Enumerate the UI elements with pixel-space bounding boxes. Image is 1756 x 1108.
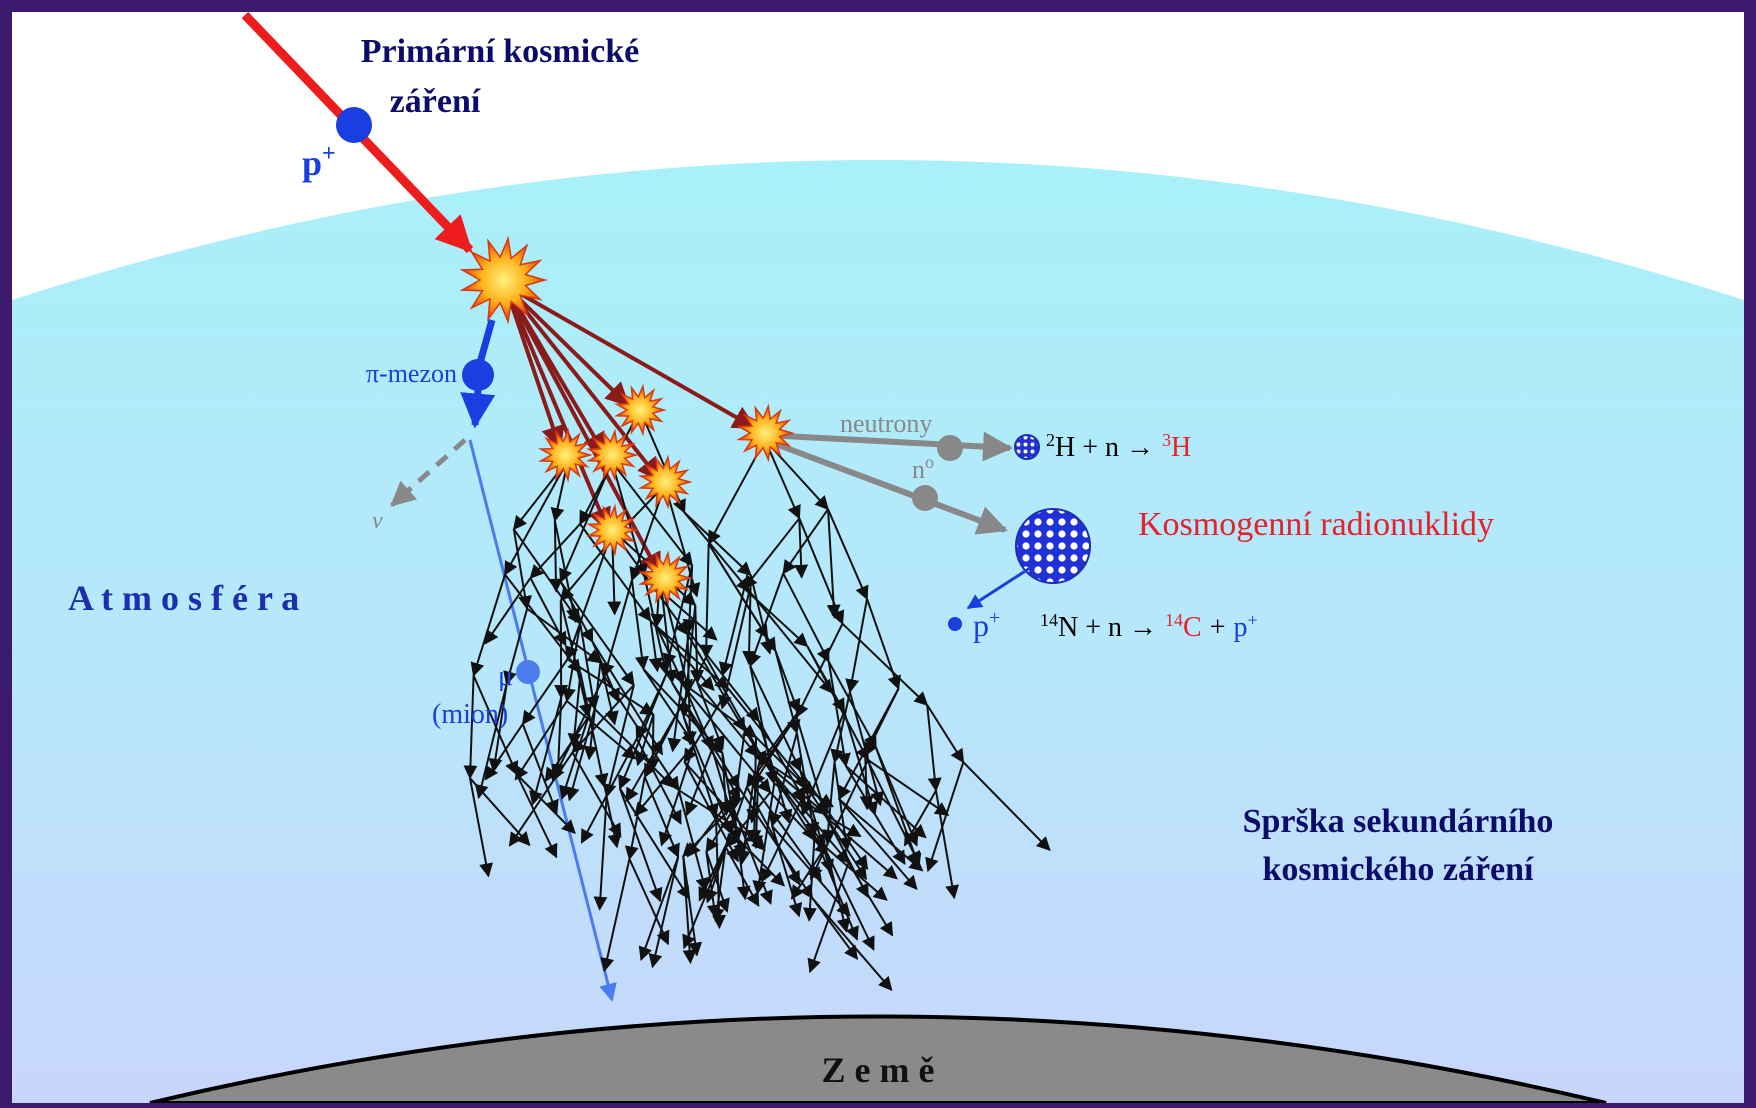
muon-symbol-label: μ — [498, 661, 513, 692]
pion-label: π-mezon — [366, 359, 457, 388]
nitrogen-nucleus — [1016, 509, 1090, 583]
deuterium-nucleus — [1015, 435, 1039, 459]
primary-proton-dot — [336, 107, 372, 143]
shower-label-line1: Sprška sekundárního — [1243, 803, 1554, 840]
earth-label: Z e m ě — [822, 1050, 935, 1090]
atmosphere-label: A t m o s f é r a — [68, 578, 299, 618]
pion-arrow — [475, 390, 478, 425]
shower-label-line2: kosmického záření — [1262, 851, 1534, 888]
pion-dot — [462, 359, 494, 391]
reaction-nitrogen: 14N + n →14C+p+ — [1040, 610, 1258, 643]
neutrons-label: neutrony — [840, 409, 932, 438]
primary-ray-label-line1: Primární kosmické — [361, 33, 640, 70]
ejected-proton-dot — [948, 617, 962, 631]
muon-name-label: (mion) — [432, 699, 508, 730]
primary-ray-label-line2: záření — [390, 83, 481, 120]
radionuclides-label: Kosmogenní radionuklidy — [1138, 506, 1494, 543]
neutron-dot-upper — [937, 435, 963, 461]
neutron-dot-lower — [912, 485, 938, 511]
neutrino-label: ν — [372, 508, 383, 534]
muon-dot — [516, 660, 540, 684]
shower-particle-arrow — [555, 521, 556, 592]
